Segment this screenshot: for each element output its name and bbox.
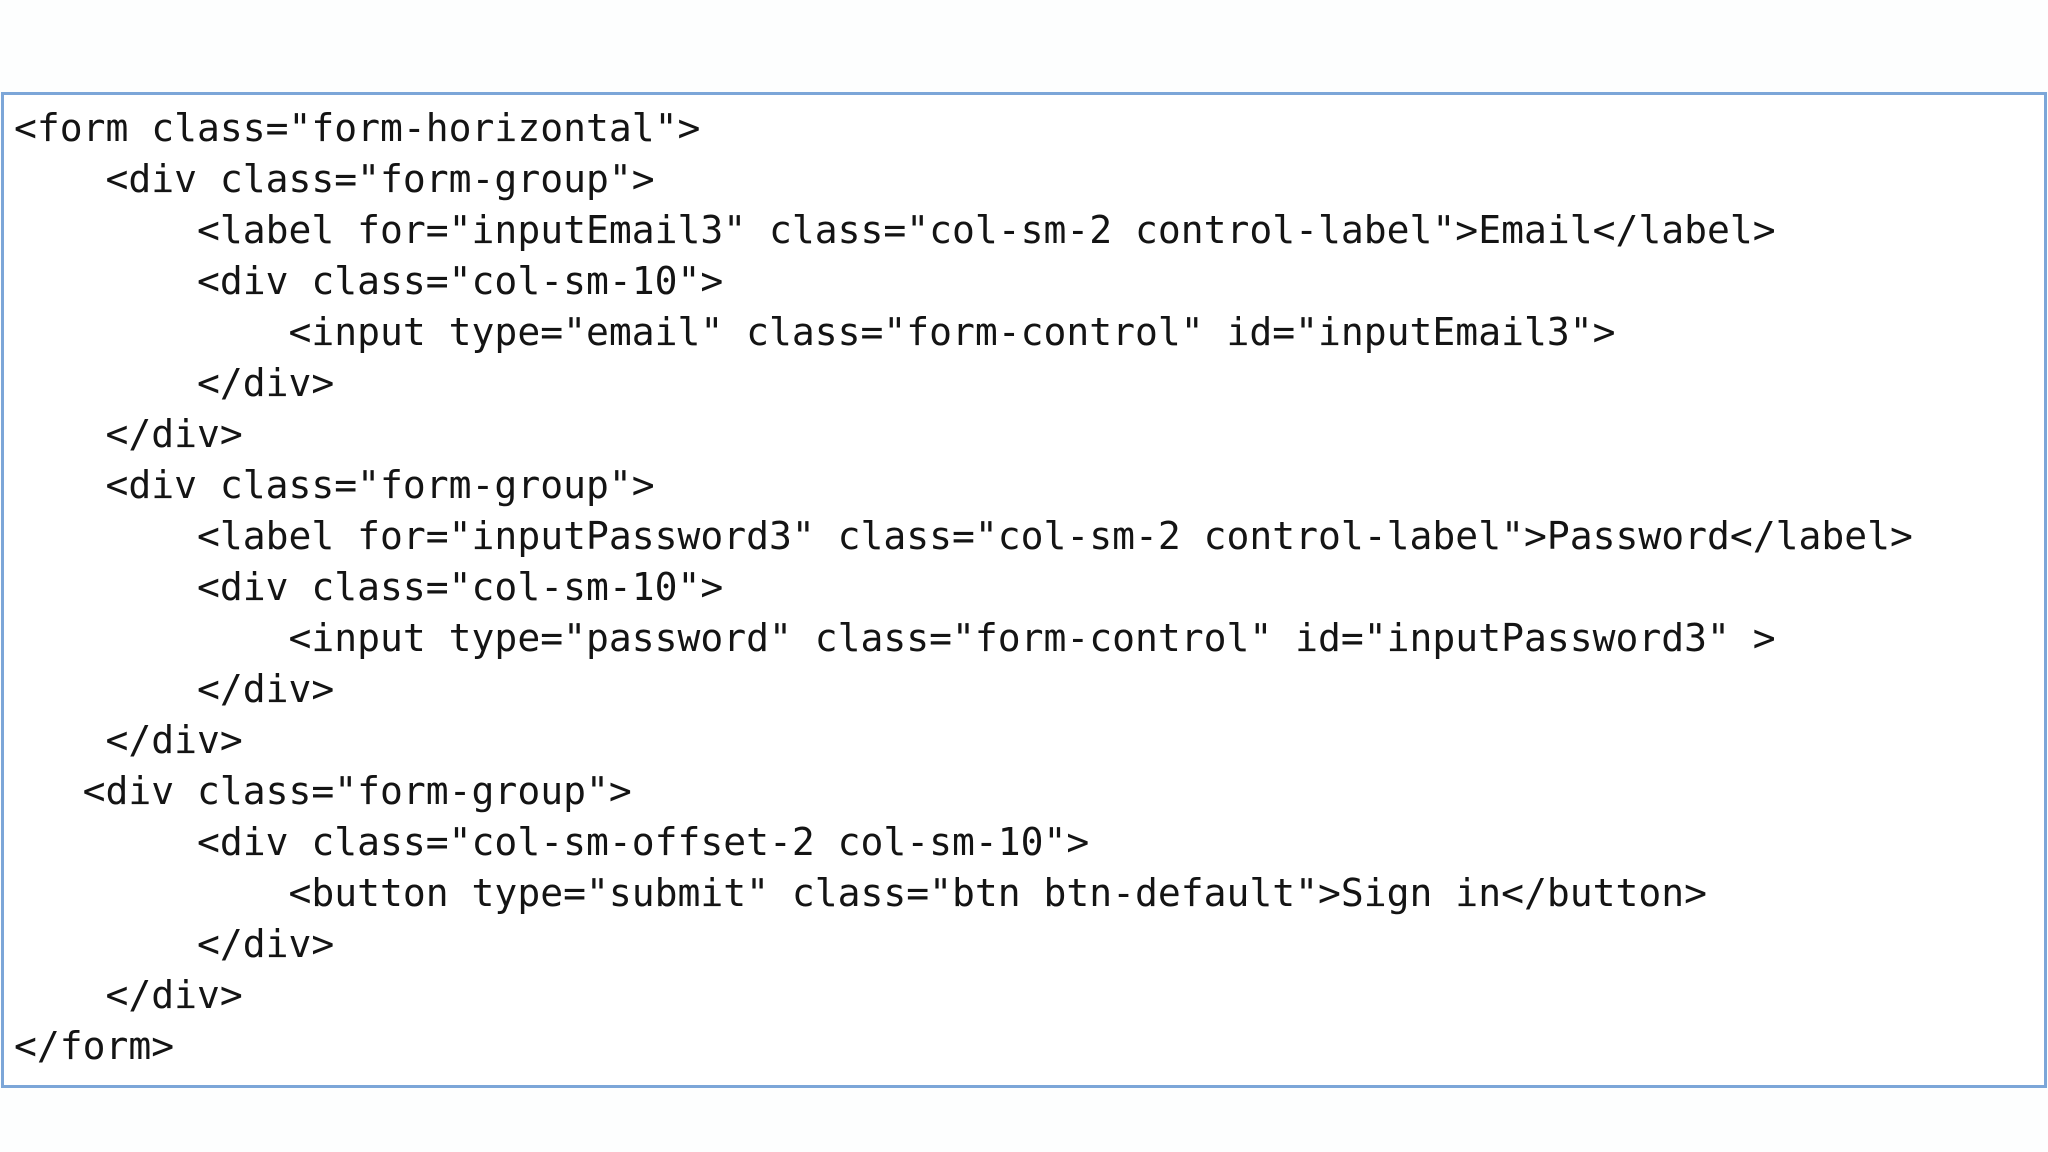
code-line: </div> bbox=[14, 718, 243, 762]
code-line: <div class="form-group"> bbox=[14, 157, 655, 201]
code-line: <input type="password" class="form-contr… bbox=[14, 616, 1776, 660]
code-block: <form class="form-horizontal"> <div clas… bbox=[4, 95, 2044, 1072]
code-line: </div> bbox=[14, 412, 243, 456]
code-line: <div class="form-group"> bbox=[14, 769, 632, 813]
code-line: <div class="col-sm-10"> bbox=[14, 259, 724, 303]
code-line: <label for="inputPassword3" class="col-s… bbox=[14, 514, 1913, 558]
code-line: </div> bbox=[14, 361, 335, 405]
code-line: <div class="col-sm-10"> bbox=[14, 565, 724, 609]
code-line: </div> bbox=[14, 922, 335, 966]
code-line: <div class="col-sm-offset-2 col-sm-10"> bbox=[14, 820, 1090, 864]
code-line: <form class="form-horizontal"> bbox=[14, 106, 701, 150]
code-line: <div class="form-group"> bbox=[14, 463, 655, 507]
code-line: </form> bbox=[14, 1024, 175, 1068]
code-snippet-box: <form class="form-horizontal"> <div clas… bbox=[1, 92, 2047, 1088]
code-line: <input type="email" class="form-control"… bbox=[14, 310, 1616, 354]
code-line: </div> bbox=[14, 973, 243, 1017]
code-line: <button type="submit" class="btn btn-def… bbox=[14, 871, 1707, 915]
code-line: </div> bbox=[14, 667, 335, 711]
code-line: <label for="inputEmail3" class="col-sm-2… bbox=[14, 208, 1776, 252]
